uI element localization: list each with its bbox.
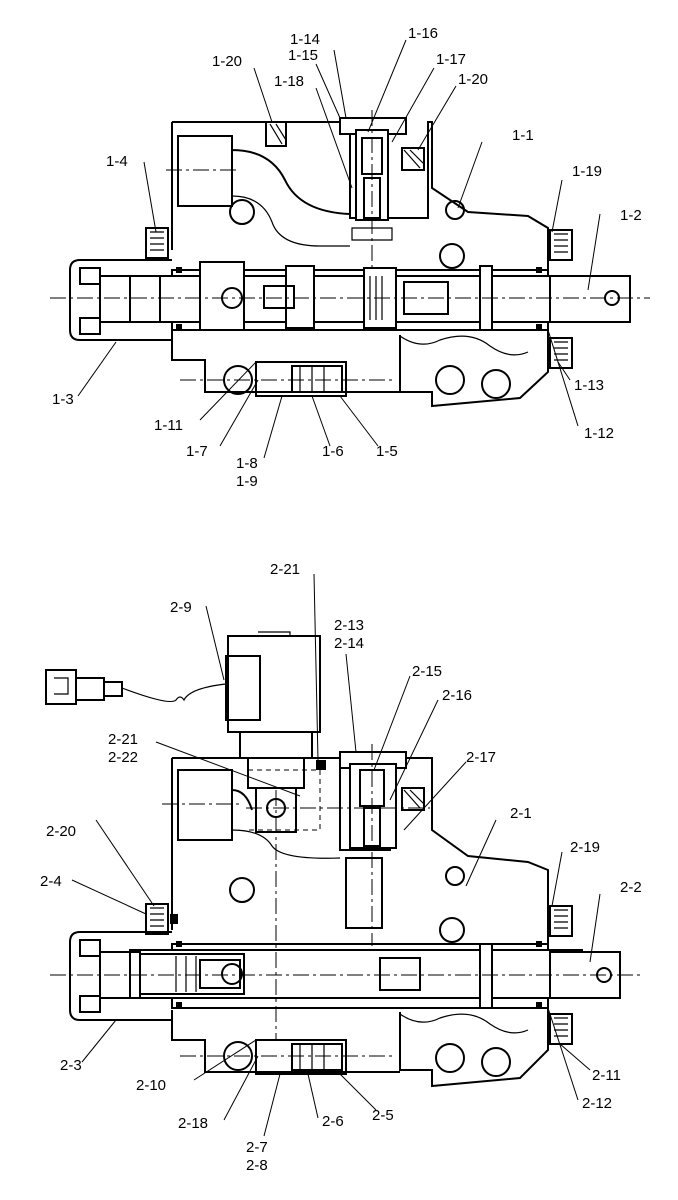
label-1-13: 1-13: [574, 377, 604, 394]
label-2-6: 2-6: [322, 1113, 344, 1130]
label-2-1: 2-1: [510, 805, 532, 822]
label-2-2: 2-2: [620, 879, 642, 896]
label-2-16: 2-16: [442, 687, 472, 704]
bottom-check-valve: [255, 1039, 347, 1075]
label-1-5: 1-5: [376, 443, 398, 460]
label-2-3: 2-3: [60, 1057, 82, 1074]
bottom-inlet-port: [177, 769, 253, 841]
label-2-17: 2-17: [466, 749, 496, 766]
label-2-15: 2-15: [412, 663, 442, 680]
bottom-nut-2-4: [145, 903, 169, 935]
label-1-14: 1-14: [290, 31, 320, 48]
label-2-4: 2-4: [40, 873, 62, 890]
label-2-18: 2-18: [178, 1115, 208, 1132]
label-2-22: 2-22: [108, 749, 138, 766]
top-port-hole: [229, 199, 255, 225]
bottom-leaders: [71, 573, 601, 1137]
label-1-9: 1-9: [236, 473, 258, 490]
label-2-8: 2-8: [246, 1157, 268, 1174]
label-1-18: 1-18: [274, 73, 304, 90]
label-1-11: 1-11: [154, 417, 183, 434]
top-check-valve: [255, 361, 347, 397]
label-1-20-left: 1-20: [212, 53, 242, 70]
label-1-8: 1-8: [236, 455, 258, 472]
top-passage-left: [231, 195, 350, 247]
top-labels: 1-1 1-2 1-3 1-4 1-5 1-6 1-7 1-8 1-9 1-11…: [52, 25, 642, 490]
label-1-15: 1-15: [288, 47, 318, 64]
label-1-6: 1-6: [322, 443, 344, 460]
label-2-5: 2-5: [372, 1107, 394, 1124]
bottom-solenoid-coil: [227, 635, 321, 733]
label-2-12: 2-12: [582, 1095, 612, 1112]
top-spool: [129, 275, 583, 323]
bottom-valve-body: [171, 757, 549, 1088]
top-valve-body: [171, 121, 549, 408]
label-2-7: 2-7: [246, 1139, 268, 1156]
label-1-20-right: 1-20: [458, 71, 488, 88]
label-1-2: 1-2: [620, 207, 642, 224]
label-2-21-top: 2-21: [270, 561, 300, 578]
label-1-16: 1-16: [408, 25, 438, 42]
label-2-9: 2-9: [170, 599, 192, 616]
label-1-1: 1-1: [512, 127, 534, 144]
label-2-10: 2-10: [136, 1077, 166, 1094]
top-valve-view: [50, 110, 650, 408]
label-2-11: 2-11: [592, 1067, 621, 1084]
bottom-electrical-connector: [45, 669, 227, 705]
bottom-nut-2-11: [549, 1013, 573, 1045]
label-2-19: 2-19: [570, 839, 600, 856]
top-nut-1-4: [145, 227, 169, 259]
bottom-spool: [129, 949, 583, 999]
top-leaders: [77, 39, 601, 459]
top-spring-cap: [69, 259, 172, 341]
bottom-nut-2-19: [549, 905, 573, 937]
bottom-spring-cap: [69, 931, 172, 1021]
bottom-valve-view: [45, 631, 640, 1088]
label-1-4: 1-4: [106, 153, 128, 170]
top-nut-1-13: [549, 337, 573, 369]
bottom-labels: 2-1 2-2 2-3 2-4 2-5 2-6 2-7 2-8 2-9 2-10…: [40, 561, 642, 1174]
label-2-21-mid: 2-21: [108, 731, 138, 748]
label-1-12: 1-12: [584, 425, 614, 442]
top-nut-1-19: [549, 229, 573, 261]
label-1-19: 1-19: [572, 163, 602, 180]
label-2-14: 2-14: [334, 635, 364, 652]
label-2-20: 2-20: [46, 823, 76, 840]
label-1-3: 1-3: [52, 391, 74, 408]
label-1-7: 1-7: [186, 443, 208, 460]
top-inlet-port: [177, 135, 351, 215]
label-1-17: 1-17: [436, 51, 466, 68]
label-2-13: 2-13: [334, 617, 364, 634]
